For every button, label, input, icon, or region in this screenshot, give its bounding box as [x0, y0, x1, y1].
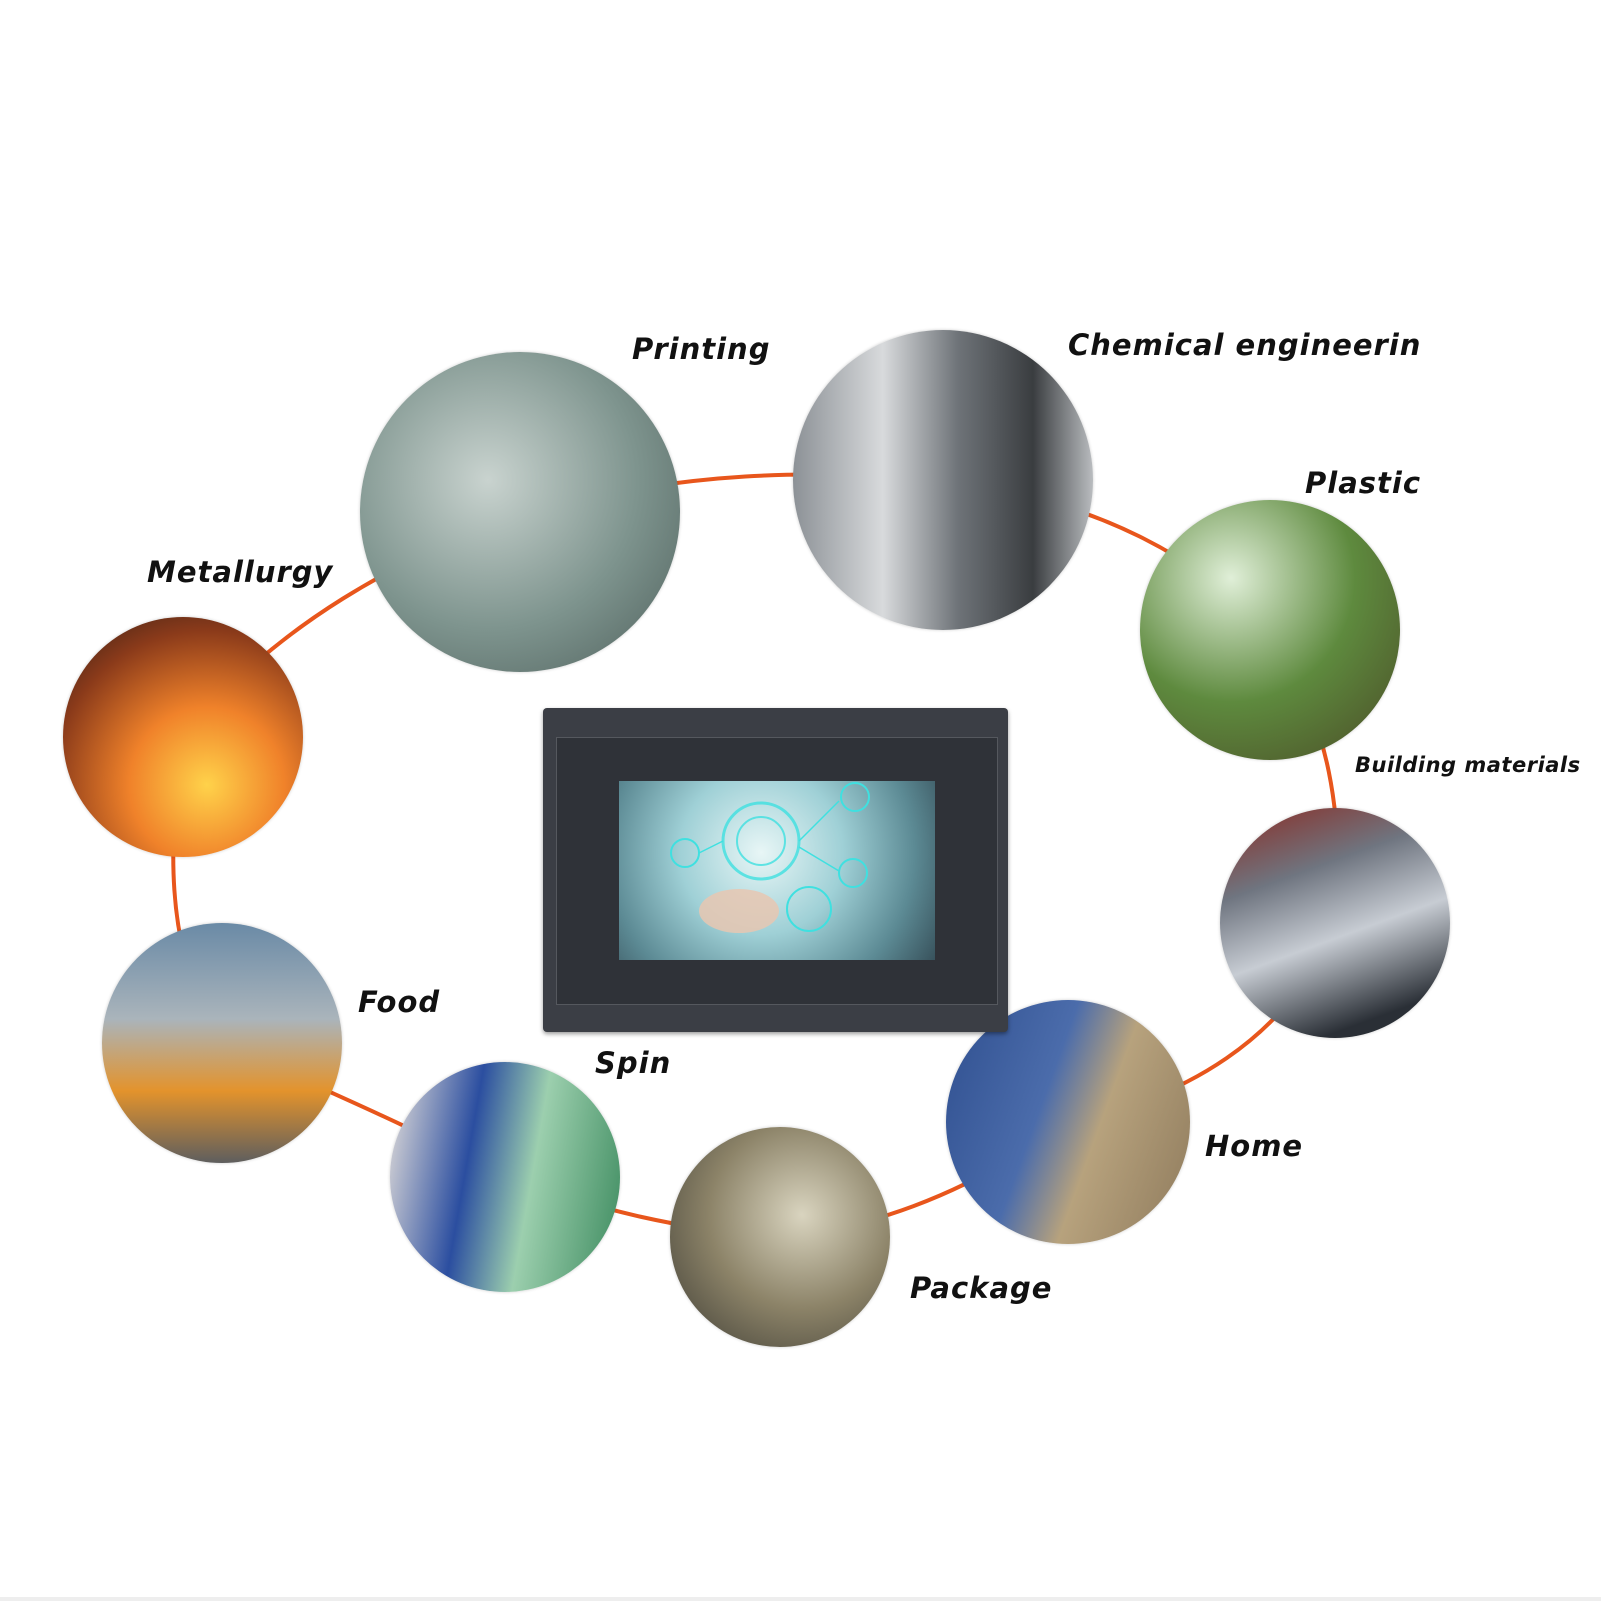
touch-interface-graphic [670, 782, 870, 933]
node-icon [838, 858, 868, 888]
label-home: Home [1205, 1129, 1304, 1163]
label-metallurgy: Metallurgy [147, 555, 334, 589]
floor-shadow [0, 1597, 1601, 1601]
label-plastic: Plastic [1305, 466, 1422, 500]
spin-photo [390, 1062, 620, 1292]
orange-connector-line [171, 472, 1340, 1240]
food-photo [102, 923, 342, 1163]
label-package: Package [910, 1271, 1053, 1305]
metallurgy-photo [63, 617, 303, 857]
label-chemical: Chemical engineerin [1068, 328, 1422, 362]
label-printing: Printing [632, 332, 771, 366]
chemical-photo [793, 330, 1093, 630]
label-spin: Spin [595, 1046, 672, 1080]
device-screen [619, 781, 935, 960]
hand-icon [699, 889, 779, 933]
node-icon [670, 838, 700, 868]
package-photo [670, 1127, 890, 1347]
printing-photo [360, 352, 680, 672]
label-building: Building materials [1355, 753, 1581, 777]
radar-icon [786, 886, 832, 932]
hmi-touchscreen-device [543, 708, 1008, 1032]
node-icon [840, 782, 870, 812]
target-ring-icon [721, 801, 801, 881]
building-photo [1220, 808, 1450, 1038]
plastic-photo [1140, 500, 1400, 760]
label-food: Food [358, 985, 441, 1019]
home-photo [946, 1000, 1190, 1244]
